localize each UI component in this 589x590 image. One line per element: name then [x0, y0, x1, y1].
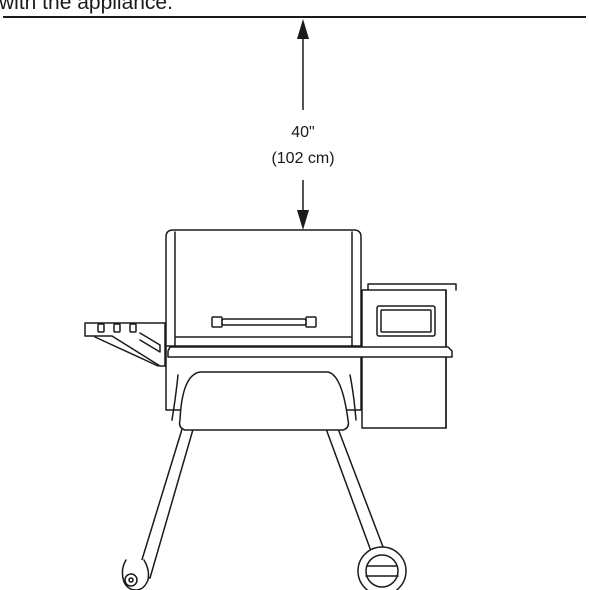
- rear-wheel: [357, 546, 407, 590]
- front-shelf: [167, 346, 453, 358]
- pellet-grill-illustration: [84, 229, 457, 590]
- dimension-metric-label: (102 cm): [271, 150, 334, 167]
- side-shelf: [84, 322, 166, 367]
- caption-text: with the appliance.: [0, 0, 173, 14]
- leg-frame: [171, 371, 357, 431]
- clearance-arrow: [297, 19, 309, 230]
- grill-legs: [136, 425, 389, 579]
- controller-display: [376, 305, 436, 337]
- lid-handle: [211, 316, 317, 328]
- caster-wheel: [121, 559, 150, 590]
- dimension-imperial-label: 40": [291, 124, 314, 141]
